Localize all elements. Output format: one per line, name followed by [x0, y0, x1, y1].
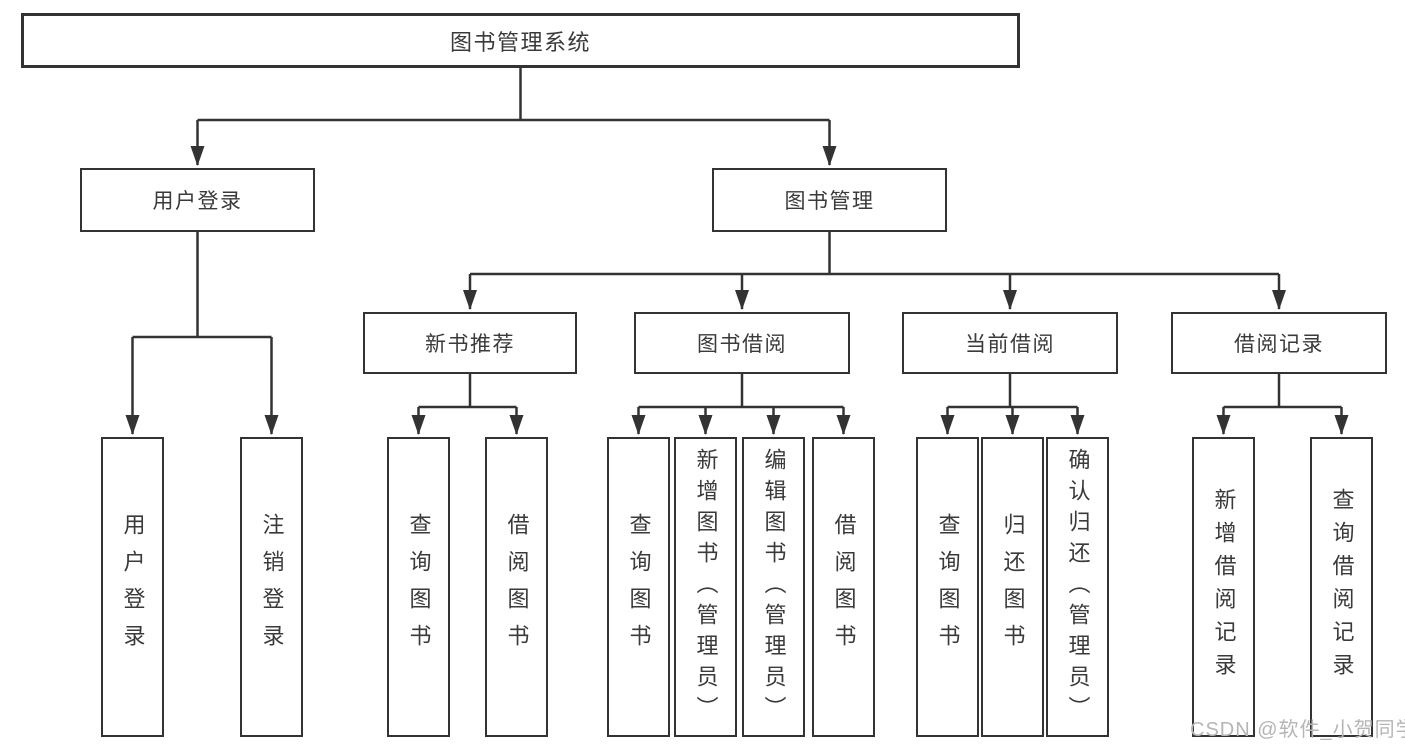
leaf-query-books-borrow: 查询图书 [607, 437, 670, 737]
csdn-watermark: CSDN @软件_小贺同学 [1190, 719, 1405, 741]
leaf-confirm-return-admin: 确认归还（管理员） [1046, 437, 1109, 737]
leaf-label: 用户登录 [120, 513, 146, 661]
node-library-management-system: 图书管理系统 [21, 13, 1020, 68]
leaf-query-books-current: 查询图书 [916, 437, 979, 737]
node-label: 图书借阅 [697, 333, 787, 356]
leaf-edit-book-admin: 编辑图书（管理员） [742, 437, 805, 737]
leaf-add-borrow-record: 新增借阅记录 [1192, 437, 1255, 737]
leaf-label: 新增图书（管理员） [693, 447, 719, 727]
node-current-borrow: 当前借阅 [902, 312, 1118, 374]
node-label: 借阅记录 [1234, 333, 1324, 356]
leaf-add-book-admin: 新增图书（管理员） [674, 437, 737, 737]
leaf-query-borrow-record: 查询借阅记录 [1310, 437, 1373, 737]
leaf-return-book: 归还图书 [981, 437, 1044, 737]
leaf-label: 借阅图书 [831, 513, 857, 661]
leaf-logout: 注销登录 [240, 437, 303, 737]
leaf-label: 新增借阅记录 [1211, 488, 1237, 686]
leaf-label: 查询图书 [626, 513, 652, 661]
node-label: 新书推荐 [425, 333, 515, 356]
node-label: 图书管理系统 [449, 29, 591, 55]
leaf-borrow-books: 借阅图书 [812, 437, 875, 737]
leaf-label: 借阅图书 [504, 513, 530, 661]
node-book-borrow: 图书借阅 [634, 312, 850, 374]
leaf-label: 归还图书 [1000, 513, 1026, 661]
node-user-login: 用户登录 [80, 168, 315, 232]
leaf-user-login: 用户登录 [101, 437, 164, 737]
node-label: 当前借阅 [965, 333, 1055, 356]
leaf-label: 确认归还（管理员） [1065, 447, 1091, 727]
leaf-label: 查询图书 [935, 513, 961, 661]
node-book-management: 图书管理 [712, 168, 947, 232]
leaf-query-books-recommend: 查询图书 [387, 437, 450, 737]
leaf-label: 查询图书 [406, 513, 432, 661]
node-label: 用户登录 [152, 190, 243, 213]
node-new-book-recommend: 新书推荐 [363, 312, 577, 374]
leaf-label: 注销登录 [259, 513, 285, 661]
leaf-borrow-books-recommend: 借阅图书 [485, 437, 548, 737]
leaf-label: 查询借阅记录 [1329, 488, 1355, 686]
node-borrow-record: 借阅记录 [1171, 312, 1387, 374]
node-label: 图书管理 [784, 190, 875, 213]
leaf-label: 编辑图书（管理员） [761, 447, 787, 727]
